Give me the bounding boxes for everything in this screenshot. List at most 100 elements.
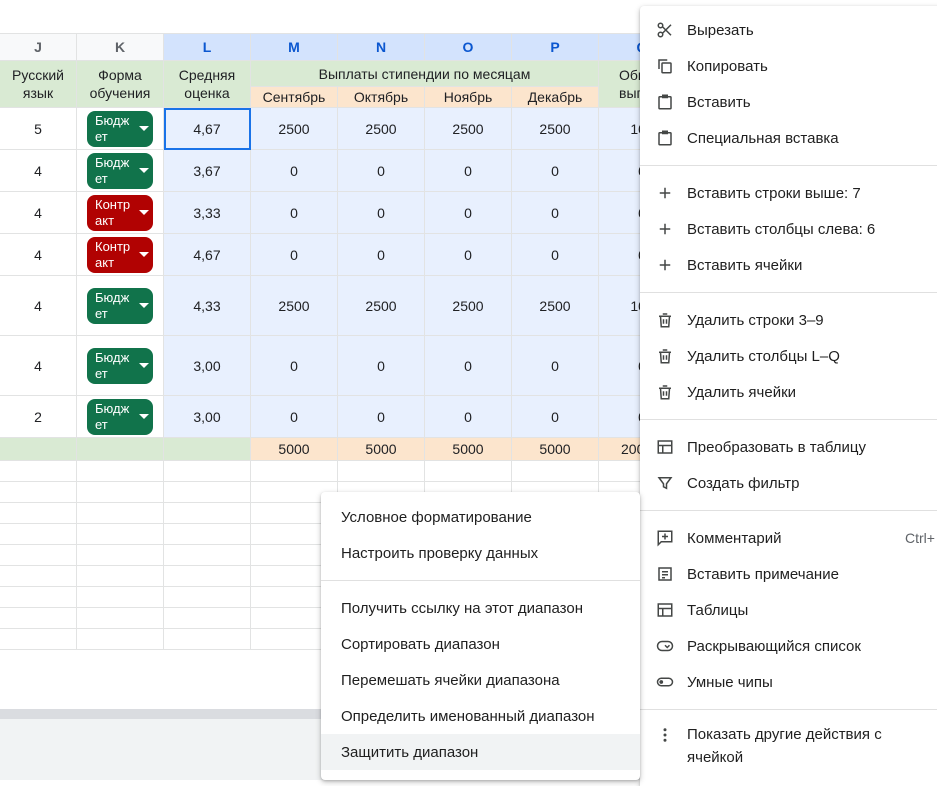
cell-payment[interactable]: 0	[250, 233, 338, 276]
cell-russian[interactable]: 4	[0, 191, 77, 234]
cell-payment[interactable]: 0	[424, 233, 512, 276]
cell-average-active[interactable]: 4,67	[163, 107, 251, 150]
cell-payment[interactable]: 0	[511, 395, 599, 438]
cell-payment[interactable]: 2500	[250, 275, 338, 336]
empty-cell[interactable]	[76, 523, 164, 545]
cell-average[interactable]: 3,33	[163, 191, 251, 234]
menu-item-more-actions[interactable]: Показать другие действия с ячейкой	[640, 719, 937, 769]
empty-cell[interactable]	[76, 607, 164, 629]
cell-form[interactable]: Бюджет	[76, 275, 164, 336]
column-header-m[interactable]: M	[250, 33, 338, 61]
empty-cell[interactable]	[163, 544, 251, 566]
menu-item-create-filter[interactable]: Создать фильтр	[640, 465, 937, 501]
cell-payment[interactable]: 2500	[424, 275, 512, 336]
empty-cell[interactable]	[76, 544, 164, 566]
empty-cell[interactable]	[424, 460, 512, 482]
empty-cell[interactable]	[76, 460, 164, 482]
empty-cell[interactable]	[0, 523, 77, 545]
empty-cell[interactable]	[163, 460, 251, 482]
cell-form[interactable]: Контракт	[76, 191, 164, 234]
column-header-l[interactable]: L	[163, 33, 251, 61]
menu-item-paste-special[interactable]: Специальная вставка	[640, 120, 937, 156]
header-payments[interactable]: Выплаты стипендии по месяцам	[250, 60, 599, 87]
menu-item-smart-chips[interactable]: Умные чипы	[640, 664, 937, 700]
cell-form[interactable]: Контракт	[76, 233, 164, 276]
form-dropdown-chip[interactable]: Бюджет	[87, 398, 153, 435]
menu-item-delete-cols[interactable]: Удалить столбцы L–Q	[640, 338, 937, 374]
menu-item-copy[interactable]: Копировать	[640, 48, 937, 84]
empty-cell[interactable]	[163, 481, 251, 503]
cell-form[interactable]: Бюджет	[76, 149, 164, 192]
menu-item-insert-rows[interactable]: Вставить строки выше: 7	[640, 175, 937, 211]
empty-cell[interactable]	[76, 481, 164, 503]
empty-cell[interactable]	[0, 502, 77, 524]
cell-payment[interactable]: 0	[424, 395, 512, 438]
empty-cell[interactable]	[163, 565, 251, 587]
cell-payment[interactable]: 0	[337, 191, 425, 234]
empty-cell[interactable]	[0, 628, 77, 650]
empty-cell[interactable]	[163, 586, 251, 608]
cell-payment[interactable]: 0	[250, 149, 338, 192]
column-header-n[interactable]: N	[337, 33, 425, 61]
cell-average[interactable]: 3,67	[163, 149, 251, 192]
header-month-sep[interactable]: Сентябрь	[250, 86, 338, 108]
cell-russian[interactable]: 4	[0, 149, 77, 192]
totals-blank[interactable]	[76, 437, 164, 461]
empty-cell[interactable]	[163, 523, 251, 545]
column-header-o[interactable]: O	[424, 33, 512, 61]
cell-russian[interactable]: 2	[0, 395, 77, 438]
menu-item-data-validation[interactable]: Настроить проверку данных	[321, 535, 640, 571]
cell-russian[interactable]: 4	[0, 335, 77, 396]
empty-cell[interactable]	[163, 502, 251, 524]
menu-item-sort-range[interactable]: Сортировать диапазон	[321, 626, 640, 662]
form-dropdown-chip[interactable]: Бюджет	[87, 347, 153, 384]
menu-item-shuffle-range[interactable]: Перемешать ячейки диапазона	[321, 662, 640, 698]
cell-payment[interactable]: 2500	[250, 107, 338, 150]
empty-cell[interactable]	[76, 502, 164, 524]
cell-payment[interactable]: 0	[424, 149, 512, 192]
menu-item-convert-table[interactable]: Преобразовать в таблицу	[640, 429, 937, 465]
empty-cell[interactable]	[163, 628, 251, 650]
menu-item-comment[interactable]: Комментарий Ctrl+	[640, 520, 937, 556]
header-month-nov[interactable]: Ноябрь	[424, 86, 512, 108]
cell-form[interactable]: Бюджет	[76, 335, 164, 396]
empty-cell[interactable]	[0, 607, 77, 629]
menu-item-get-link[interactable]: Получить ссылку на этот диапазон	[321, 590, 640, 626]
column-header-k[interactable]: K	[76, 33, 164, 61]
form-dropdown-chip[interactable]: Контракт	[87, 236, 153, 273]
cell-payment[interactable]: 0	[250, 335, 338, 396]
menu-item-tables[interactable]: Таблицы	[640, 592, 937, 628]
totals-blank[interactable]	[163, 437, 251, 461]
form-dropdown-chip[interactable]: Бюджет	[87, 110, 153, 147]
empty-cell[interactable]	[76, 586, 164, 608]
header-russian[interactable]: Русский язык	[0, 60, 77, 108]
cell-payment[interactable]: 0	[424, 191, 512, 234]
empty-cell[interactable]	[76, 565, 164, 587]
empty-cell[interactable]	[0, 565, 77, 587]
cell-payment[interactable]: 0	[250, 395, 338, 438]
header-month-oct[interactable]: Октябрь	[337, 86, 425, 108]
form-dropdown-chip[interactable]: Бюджет	[87, 287, 153, 324]
empty-cell[interactable]	[511, 460, 599, 482]
cell-form[interactable]: Бюджет	[76, 107, 164, 150]
cell-total-nov[interactable]: 5000	[424, 437, 512, 461]
form-dropdown-chip[interactable]: Контракт	[87, 194, 153, 231]
menu-item-delete-rows[interactable]: Удалить строки 3–9	[640, 302, 937, 338]
cell-russian[interactable]: 4	[0, 275, 77, 336]
cell-russian[interactable]: 5	[0, 107, 77, 150]
empty-cell[interactable]	[337, 460, 425, 482]
cell-payment[interactable]: 0	[424, 335, 512, 396]
cell-payment[interactable]: 2500	[337, 275, 425, 336]
cell-payment[interactable]: 2500	[511, 107, 599, 150]
cell-payment[interactable]: 0	[337, 335, 425, 396]
cell-payment[interactable]: 0	[511, 149, 599, 192]
menu-item-insert-cells[interactable]: Вставить ячейки	[640, 247, 937, 283]
empty-cell[interactable]	[0, 586, 77, 608]
cell-payment[interactable]: 2500	[424, 107, 512, 150]
cell-average[interactable]: 3,00	[163, 395, 251, 438]
cell-total-dec[interactable]: 5000	[511, 437, 599, 461]
cell-total-oct[interactable]: 5000	[337, 437, 425, 461]
empty-cell[interactable]	[76, 628, 164, 650]
empty-cell[interactable]	[0, 460, 77, 482]
menu-item-named-range[interactable]: Определить именованный диапазон	[321, 698, 640, 734]
